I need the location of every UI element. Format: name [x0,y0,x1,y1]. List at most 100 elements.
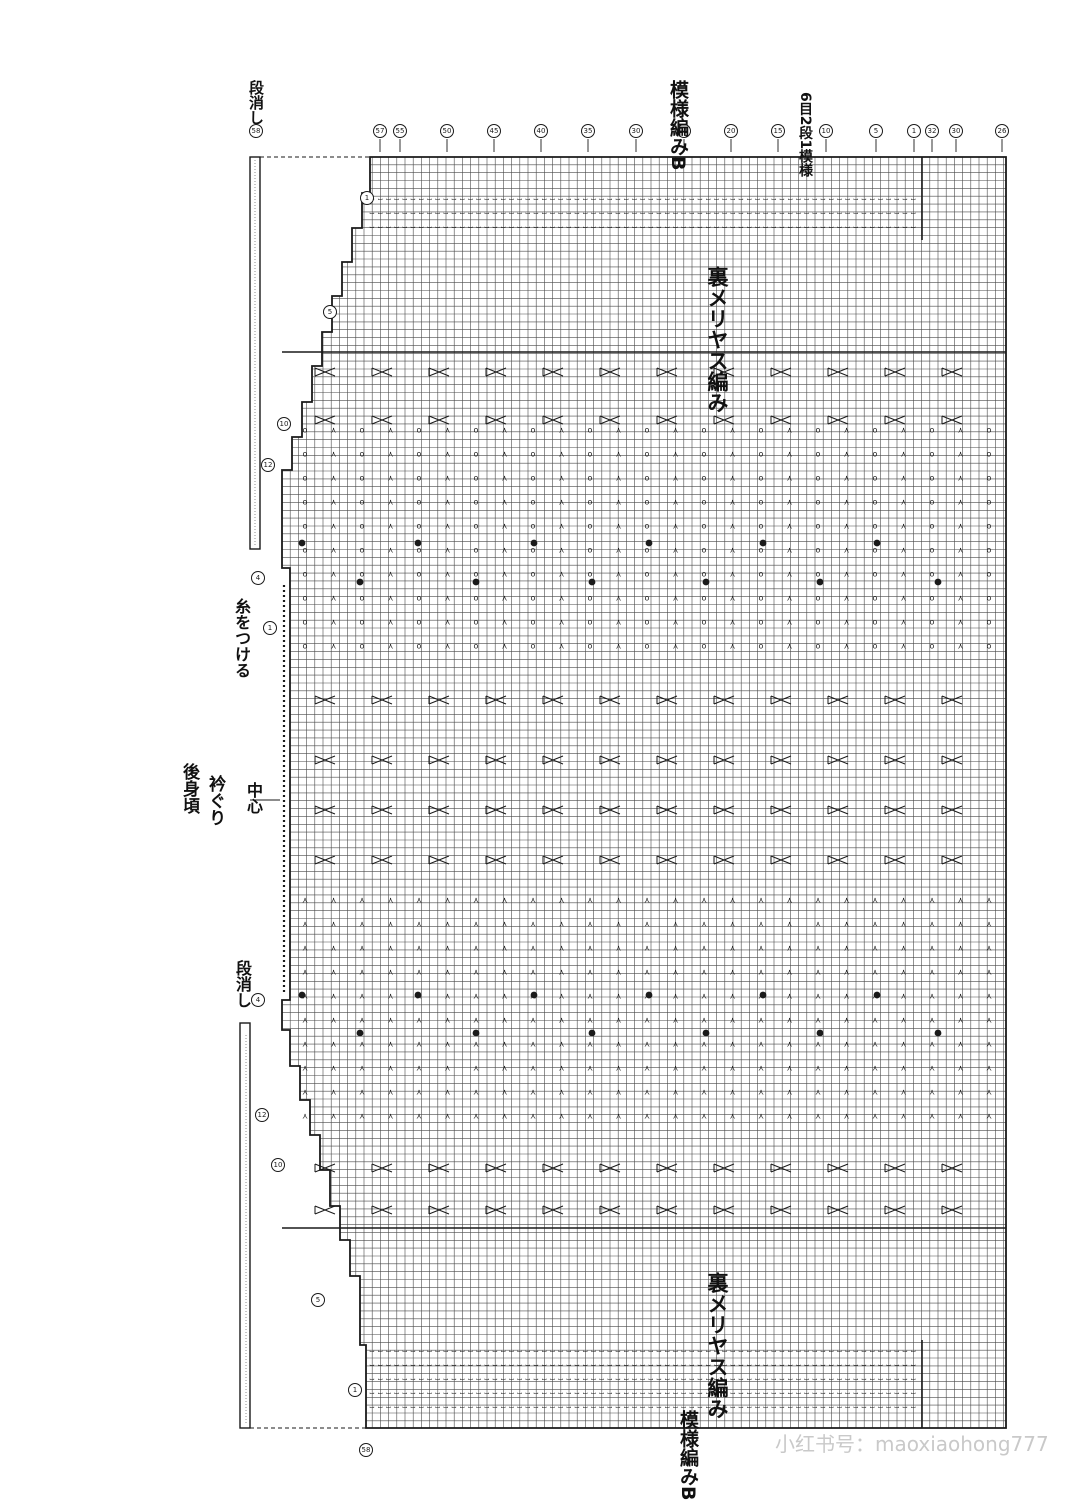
rib-symbol: ꟷ [812,1405,817,1412]
row-marker-right: 1 [348,1383,362,1397]
bobble-symbol [816,578,824,586]
row-number-circle [251,571,265,585]
rib-symbol: ꟷ [681,1363,686,1370]
eyelet-decrease-symbol: o [930,546,935,555]
rib-symbol: ꟷ [476,197,481,204]
rib-symbol: ꟷ [845,225,850,232]
eyelet-decrease-symbol: ⋏ [673,570,679,579]
eyelet-decrease-symbol: o [360,570,365,579]
piece-outline [281,156,1007,1429]
eyelet-decrease-symbol: ⋏ [986,920,992,929]
rib-symbol: ꟷ [804,1363,809,1370]
eyelet-decrease-symbol: o [645,570,650,579]
cable-cross-symbol [428,415,450,425]
rib-symbol: ꟷ [894,225,899,232]
rib-symbol: ꟷ [509,1405,514,1412]
eyelet-decrease-symbol: ⋏ [701,968,707,977]
eyelet-decrease-symbol: ⋏ [445,1088,451,1097]
rib-symbol: ꟷ [755,1377,760,1384]
eyelet-decrease-symbol: ⋏ [986,992,992,1001]
eyelet-decrease-symbol: o [759,642,764,651]
cable-cross-symbol [713,695,735,705]
cable-cross-symbol [542,805,564,815]
eyelet-decrease-symbol: o [303,498,308,507]
rib-symbol: ꟷ [517,1349,522,1356]
eyelet-decrease-symbol: o [873,570,878,579]
cable-cross-symbol [770,805,792,815]
eyelet-decrease-symbol: ⋏ [302,896,308,905]
rib-symbol: ꟷ [665,1391,670,1398]
row-number-text: 1 [268,624,272,632]
eyelet-decrease-symbol: o [702,474,707,483]
short-rows-label-top: 段消し [247,80,265,125]
eyelet-decrease-symbol: ⋏ [758,896,764,905]
rib-symbol: ꟷ [640,1405,645,1412]
eyelet-decrease-symbol: ⋏ [331,594,337,603]
rib-symbol: ꟷ [517,197,522,204]
rib-symbol: ꟷ [484,1391,489,1398]
rib-symbol: ꟷ [673,1363,678,1370]
row-number-circle [360,191,374,205]
rib-symbol: ꟷ [730,197,735,204]
eyelet-decrease-symbol: ⋏ [644,1040,650,1049]
rib-symbol: ꟷ [591,211,596,218]
eyelet-decrease-symbol: ⋏ [787,1040,793,1049]
rib-symbol: ꟷ [534,197,539,204]
bobble-symbol [645,539,653,547]
rib-symbol: ꟷ [780,1405,785,1412]
eyelet-decrease-symbol: o [588,546,593,555]
eyelet-decrease-symbol: ⋏ [986,944,992,953]
rib-symbol: ꟷ [493,1349,498,1356]
rib-symbol: ꟷ [903,1349,908,1356]
rib-symbol: ꟷ [747,1363,752,1370]
rib-symbol: ꟷ [534,1405,539,1412]
rib-symbol: ꟷ [788,225,793,232]
rib-symbol: ꟷ [411,197,416,204]
eyelet-decrease-symbol: ⋏ [730,896,736,905]
rib-symbol: ꟷ [484,1349,489,1356]
rib-symbol: ꟷ [771,1363,776,1370]
eyelet-decrease-symbol: o [474,522,479,531]
rib-symbol: ꟷ [443,225,448,232]
rib-symbol: ꟷ [747,1377,752,1384]
eyelet-decrease-symbol: ⋏ [929,1064,935,1073]
eyelet-decrease-symbol: o [417,642,422,651]
row-number-marker: 1 [907,124,921,152]
rib-symbol: ꟷ [788,1363,793,1370]
rib-symbol: ꟷ [648,197,653,204]
eyelet-decrease-symbol: ⋏ [673,450,679,459]
rib-symbol: ꟷ [730,211,735,218]
rib-symbol: ꟷ [829,225,834,232]
cable-cross-symbol [428,367,450,377]
rib-symbol: ꟷ [845,211,850,218]
rib-symbol: ꟷ [722,1405,727,1412]
eyelet-decrease-symbol: o [873,642,878,651]
row-number-marker: 20 [724,124,738,152]
eyelet-decrease-symbol: ⋏ [331,642,337,651]
eyelet-decrease-symbol: ⋏ [302,1112,308,1121]
eyelet-decrease-symbol: ⋏ [445,498,451,507]
rib-symbol: ꟷ [566,1377,571,1384]
rib-symbol: ꟷ [706,225,711,232]
symbol-group: oooooooooo⋏⋏⋏⋏⋏⋏⋏⋏⋏⋏oooooooooo⋏⋏⋏⋏⋏⋏⋏⋏⋏⋏… [298,197,992,1412]
rib-symbol: ꟷ [870,1405,875,1412]
row-number-marker: 40 [534,124,548,152]
rib-symbol: ꟷ [501,1377,506,1384]
eyelet-decrease-symbol: ⋏ [502,474,508,483]
eyelet-decrease-symbol: ⋏ [502,498,508,507]
eyelet-decrease-symbol: o [417,474,422,483]
rib-symbol: ꟷ [493,211,498,218]
rib-symbol: ꟷ [853,1363,858,1370]
rib-symbol: ꟷ [558,211,563,218]
cable-cross-symbol [599,755,621,765]
rib-symbol: ꟷ [484,211,489,218]
eyelet-decrease-symbol: ⋏ [644,896,650,905]
cable-cross-symbol [428,755,450,765]
rib-symbol: ꟷ [542,1377,547,1384]
rib-symbol: ꟷ [370,1405,375,1412]
rib-symbol: ꟷ [903,197,908,204]
rib-symbol: ꟷ [689,1363,694,1370]
rib-symbol: ꟷ [903,211,908,218]
eyelet-decrease-symbol: ⋏ [901,618,907,627]
